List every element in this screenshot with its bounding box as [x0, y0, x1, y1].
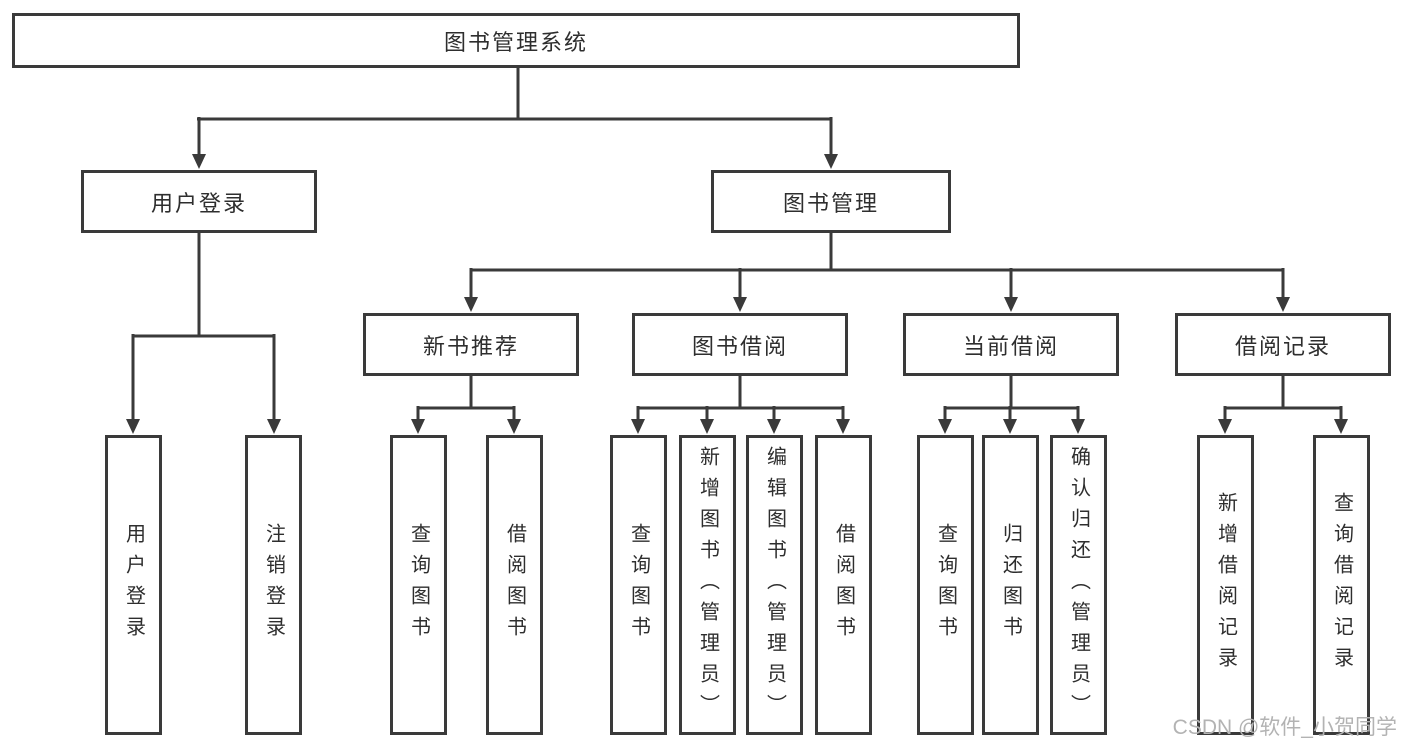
node-query-borrow-record-label: 查询借阅记录: [1330, 492, 1353, 678]
node-library-management-system: 图书管理系统: [12, 13, 1020, 68]
node-current-borrowing: 当前借阅: [903, 313, 1119, 376]
node-user-login: 用户登录: [81, 170, 317, 233]
node-library-management-system-label: 图书管理系统: [443, 29, 588, 55]
node-confirm-return-admin: 确认归还（管理员）: [1050, 435, 1107, 735]
node-return-books-label: 归还图书: [999, 523, 1022, 647]
node-query-books-borrowing: 查询图书: [610, 435, 667, 735]
node-borrowing-records: 借阅记录: [1175, 313, 1391, 376]
node-query-books-recommend: 查询图书: [390, 435, 447, 735]
node-query-books-recommend-label: 查询图书: [407, 523, 430, 647]
node-add-books-admin-label: 新增图书（管理员）: [696, 445, 719, 725]
node-logout-action: 注销登录: [245, 435, 302, 735]
node-query-books-current-label: 查询图书: [934, 523, 957, 647]
node-add-borrow-record-label: 新增借阅记录: [1214, 492, 1237, 678]
node-logout-action-label: 注销登录: [262, 523, 285, 647]
node-query-books-current: 查询图书: [917, 435, 974, 735]
node-query-books-borrowing-label: 查询图书: [627, 523, 650, 647]
node-borrowing-records-label: 借阅记录: [1234, 333, 1331, 359]
node-borrow-books-borrowing-label: 借阅图书: [832, 523, 855, 647]
node-borrow-books-recommend-label: 借阅图书: [503, 523, 526, 647]
csdn-watermark: CSDN @软件_小贺同学: [1172, 716, 1397, 739]
node-query-borrow-record: 查询借阅记录: [1313, 435, 1370, 735]
node-new-book-recommendation-label: 新书推荐: [422, 333, 519, 359]
node-confirm-return-admin-label: 确认归还（管理员）: [1067, 445, 1090, 725]
node-book-borrowing: 图书借阅: [632, 313, 848, 376]
node-book-borrowing-label: 图书借阅: [691, 333, 788, 359]
node-user-login-label: 用户登录: [150, 190, 247, 216]
node-user-login-action: 用户登录: [105, 435, 162, 735]
node-add-books-admin: 新增图书（管理员）: [679, 435, 736, 735]
node-edit-books-admin-label: 编辑图书（管理员）: [763, 445, 786, 725]
node-current-borrowing-label: 当前借阅: [962, 333, 1059, 359]
node-add-borrow-record: 新增借阅记录: [1197, 435, 1254, 735]
node-return-books: 归还图书: [982, 435, 1039, 735]
node-book-management-label: 图书管理: [782, 190, 879, 216]
node-edit-books-admin: 编辑图书（管理员）: [746, 435, 803, 735]
node-borrow-books-borrowing: 借阅图书: [815, 435, 872, 735]
node-user-login-action-label: 用户登录: [122, 523, 145, 647]
node-new-book-recommendation: 新书推荐: [363, 313, 579, 376]
node-borrow-books-recommend: 借阅图书: [486, 435, 543, 735]
node-book-management: 图书管理: [711, 170, 951, 233]
